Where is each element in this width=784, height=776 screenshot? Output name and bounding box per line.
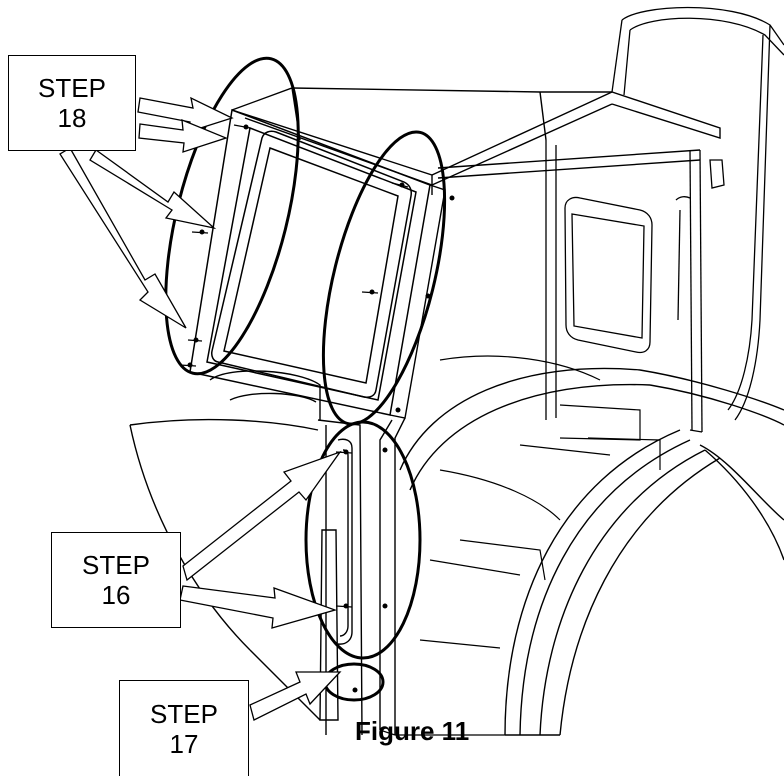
step-16-callout: STEP 16	[51, 532, 181, 628]
step-18-word: STEP	[38, 73, 106, 103]
ellipse-step-17	[323, 662, 385, 702]
rear-cab-frame	[611, 6, 784, 421]
step-16-word: STEP	[82, 550, 150, 580]
roof-frame	[231, 87, 721, 195]
fender-arch	[129, 367, 784, 736]
arrow-step-16-lower	[179, 585, 338, 629]
arrow-step-18-second	[138, 118, 228, 153]
arrow-step-18-top	[137, 96, 234, 133]
bolt-dot	[352, 687, 358, 693]
step-17-callout: STEP 17	[119, 680, 249, 776]
ellipse-step-16	[304, 420, 422, 660]
bolt-dot	[382, 603, 388, 609]
bolt-dot	[382, 447, 388, 453]
step-16-number: 16	[101, 580, 131, 610]
floor-steps	[379, 355, 661, 736]
front-corner-panel	[379, 184, 446, 735]
bolt-dot	[449, 195, 455, 201]
arrow-step-18-fourth	[59, 147, 187, 329]
step-17-word: STEP	[150, 698, 218, 729]
bolt-shafts	[179, 124, 409, 608]
arrow-step-16-upper	[182, 450, 342, 582]
callout-arrows	[59, 96, 342, 721]
step-18-callout: STEP 18	[8, 55, 136, 151]
left-side-window	[189, 108, 431, 416]
step-17-number: 17	[169, 728, 199, 759]
ellipse-step-18-right	[321, 130, 447, 426]
step-18-number: 18	[57, 103, 87, 133]
figure-caption: Figure 11	[355, 716, 470, 746]
arrow-step-17	[249, 671, 342, 721]
arrow-step-18-third	[89, 149, 217, 230]
bolt-dot	[395, 407, 401, 413]
